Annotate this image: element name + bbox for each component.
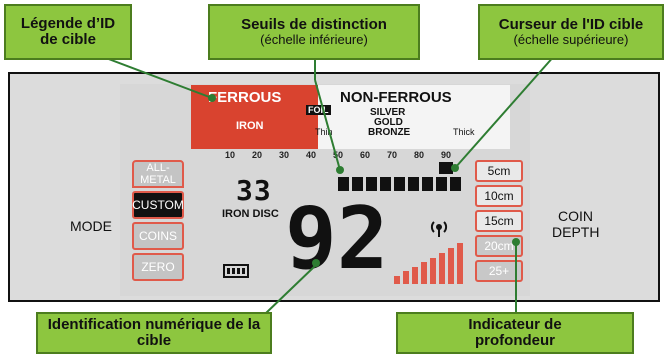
nonferrous-label: NON-FERROUS [340,89,452,106]
scale-80: 80 [414,150,425,160]
iron-label: IRON [236,120,264,132]
depth-bar [448,248,454,284]
scale-60: 60 [360,150,371,160]
ferrous-label: FERROUS [208,89,282,106]
scale-30: 30 [279,150,290,160]
threshold-cell [366,177,377,191]
target-id-cursor [439,162,453,174]
scale-10: 10 [225,150,236,160]
battery-icon [223,264,249,278]
depth-bar [439,253,445,284]
callout-thresholds-title: Seuils de distinction [241,15,387,33]
scale-70: 70 [387,150,398,160]
mode-zero[interactable]: ZERO [132,253,184,281]
mode-all-metal[interactable]: ALL-METAL [132,160,184,188]
depth-5cm: 5cm [475,160,523,182]
depth-25plus: 25+ [475,260,523,282]
scale-20: 20 [252,150,263,160]
nonferrous-region [318,85,510,149]
mode-label: MODE [70,218,112,234]
callout-numeric-title: Identification numérique de la cible [47,315,261,349]
silver-label: SILVER [370,107,406,118]
threshold-cell [352,177,363,191]
callout-depth-title: Indicateur de profondeur [468,315,562,349]
threshold-cell [422,177,433,191]
signal-speaker-icon [428,216,450,238]
threshold-cell [408,177,419,191]
mode-coins[interactable]: COINS [132,222,184,250]
iron-disc-value: 33 [236,174,272,207]
gold-label: GOLD [374,117,403,128]
callout-legend-title: Légende d’ID de cible [20,14,116,48]
depth-label: DEPTH [552,224,600,240]
depth-bar [403,271,409,284]
callout-thresholds: Seuils de distinction (échelle inférieur… [208,4,420,60]
depth-15cm: 15cm [475,210,523,232]
threshold-cell [450,177,461,191]
thin-label: Thin [315,127,333,137]
depth-bar [412,267,418,284]
depth-10cm: 10cm [475,185,523,207]
callout-depth: Indicateur de profondeur [396,312,634,354]
depth-20cm: 20cm [475,235,523,257]
callout-cursor-subtitle: (échelle supérieure) [513,32,629,48]
iron-disc-label: IRON DISC [222,208,279,220]
thick-label: Thick [453,127,475,137]
callout-cursor-title: Curseur de l'ID cible [498,15,644,33]
scale-90: 90 [441,150,452,160]
depth-bar [457,243,463,284]
depth-bar [430,258,436,284]
scale-50: 50 [333,150,344,160]
coin-label: COIN [558,208,593,224]
foil-label: FOIL [306,105,331,115]
threshold-cell [338,177,349,191]
callout-legend: Légende d’ID de cible [4,4,132,60]
callout-numeric-id: Identification numérique de la cible [36,312,272,354]
threshold-cell [436,177,447,191]
bronze-label: BRONZE [368,127,411,138]
callout-thresholds-subtitle: (échelle inférieure) [260,32,368,48]
callout-cursor: Curseur de l'ID cible (échelle supérieur… [478,4,664,60]
depth-bars [394,240,466,284]
scale-40: 40 [306,150,317,160]
threshold-cell [380,177,391,191]
mode-custom[interactable]: CUSTOM [132,191,184,219]
depth-bar [421,262,427,284]
depth-bar [394,276,400,284]
threshold-cell [394,177,405,191]
target-id-number: 92 [285,189,389,289]
